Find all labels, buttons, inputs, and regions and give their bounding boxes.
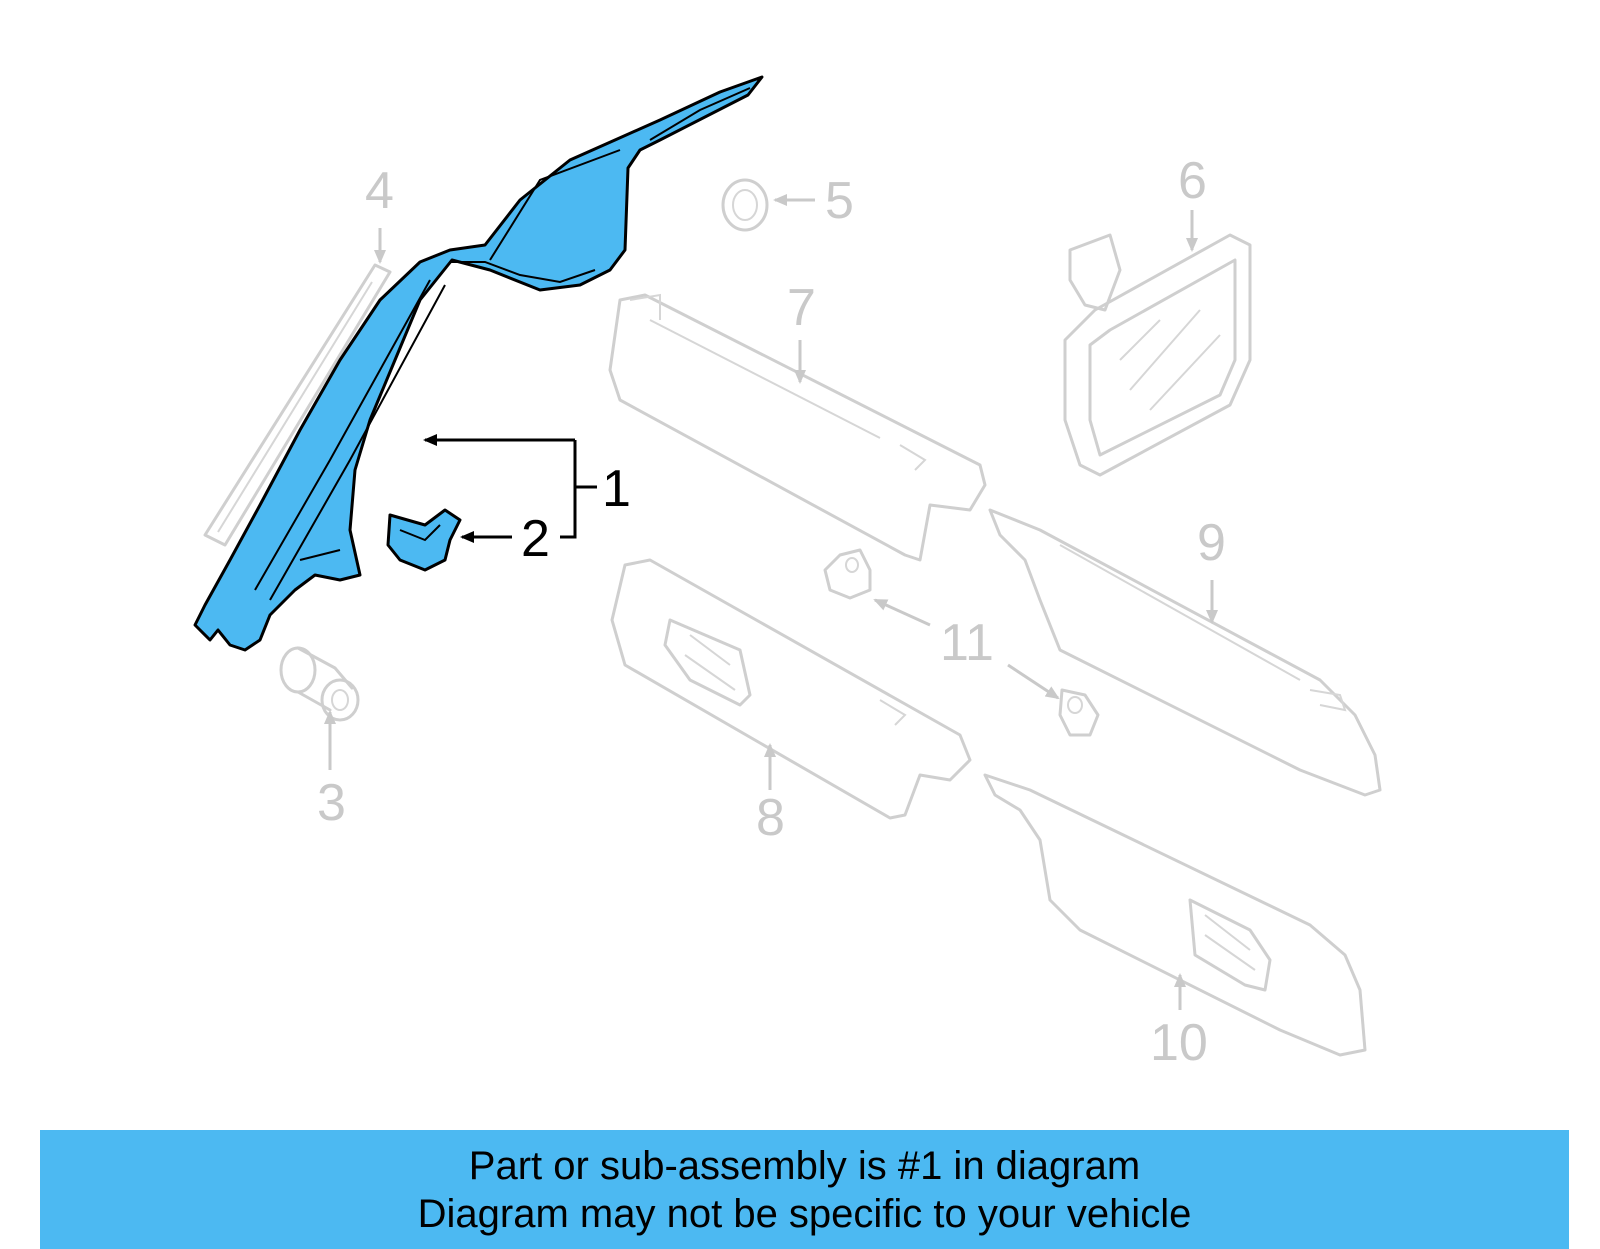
part-7-sunvisor [608, 293, 987, 562]
leader-lines [324, 194, 1218, 1010]
part-6-mirror [1063, 233, 1252, 477]
callout-10[interactable]: 10 [1150, 1014, 1208, 1072]
part-9-sunvisor [988, 508, 1382, 797]
part-11-visor-clip-b [1058, 688, 1100, 737]
banner-line-2: Diagram may not be specific to your vehi… [417, 1192, 1192, 1236]
info-banner: Part or sub-assembly is #1 in diagram Di… [40, 1130, 1569, 1249]
callout-3[interactable]: 3 [317, 774, 346, 832]
banner-line-1: Part or sub-assembly is #1 in diagram [468, 1144, 1141, 1188]
callout-6[interactable]: 6 [1178, 152, 1207, 210]
part-2-clip[interactable] [386, 508, 462, 572]
callout-7[interactable]: 7 [787, 279, 816, 337]
callout-1[interactable]: 1 [602, 460, 631, 518]
callout-11[interactable]: 11 [940, 614, 994, 672]
parts-diagram: 1 2 3 4 5 6 7 8 9 10 11 [193, 75, 1382, 1072]
part-1-pillar-trim[interactable] [193, 75, 764, 652]
part-10-sunvisor [983, 773, 1367, 1057]
callout-5[interactable]: 5 [825, 172, 854, 230]
callout-4[interactable]: 4 [365, 162, 394, 220]
part-3-grommet [279, 646, 360, 722]
callout-labels: 1 2 3 4 5 6 7 8 9 10 11 [317, 152, 1226, 1072]
part-4-molding [203, 263, 392, 547]
part-11-visor-clip-a [823, 548, 872, 600]
part-5-plug [721, 178, 769, 232]
callout-9[interactable]: 9 [1197, 514, 1226, 572]
callout-2[interactable]: 2 [521, 510, 550, 568]
part-8-sunvisor [610, 558, 972, 820]
callout-8[interactable]: 8 [756, 789, 785, 847]
